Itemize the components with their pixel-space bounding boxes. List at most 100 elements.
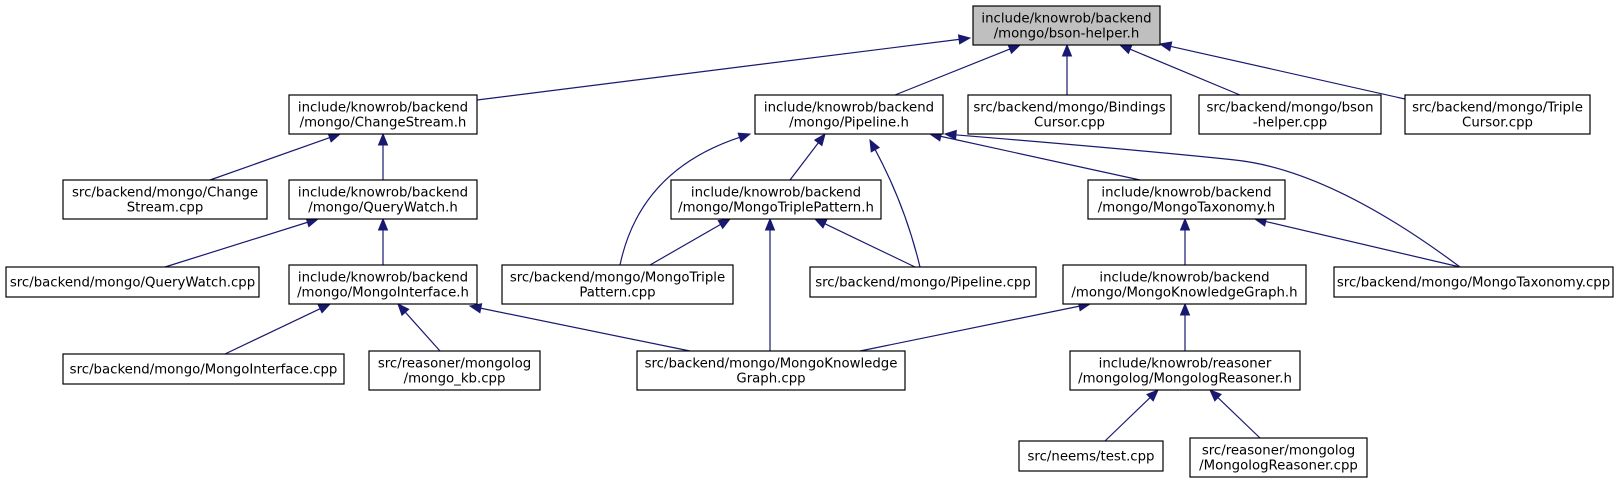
- edge-mongotaxonomy_cpp-to-pipeline_h: [943, 129, 1461, 268]
- node-label-line: include/knowrob/backend: [1101, 186, 1271, 201]
- edge-line: [164, 221, 309, 268]
- edge-arrowhead: [317, 303, 332, 314]
- node-changestream-h[interactable]: include/knowrob/backend/mongo/ChangeStre…: [288, 94, 478, 135]
- node-box: [1333, 266, 1614, 298]
- node-pipeline-h[interactable]: include/knowrob/backend/mongo/Pipeline.h: [754, 94, 944, 135]
- node-label-line: -helper.cpp: [1253, 116, 1327, 131]
- node-changestream-cpp[interactable]: src/backend/mongo/ChangeStream.cpp: [62, 179, 268, 220]
- edge-triplecursor_cpp-to-bson_helper_h: [1158, 41, 1406, 100]
- edge-mongologreasoner_cpp-to-mongologreasoner_h: [1209, 389, 1261, 439]
- edge-line: [823, 222, 916, 268]
- node-bson-helper-h: include/knowrob/backend/mongo/bson-helpe…: [972, 5, 1161, 46]
- node-label-line: /mongo/Pipeline.h: [789, 116, 909, 131]
- node-mongointerface-h[interactable]: include/knowrob/backend/mongo/MongoInter…: [288, 264, 478, 305]
- edge-mongo_kb_cpp-to-mongointerface_h: [397, 303, 441, 352]
- edge-arrowhead: [397, 303, 410, 317]
- edge-mongotriplepattern_cpp-to-pipeline_h: [619, 132, 752, 266]
- node-label-line: include/knowrob/backend: [764, 101, 934, 116]
- edge-arrowhead: [813, 218, 828, 229]
- node-box: [1069, 350, 1301, 391]
- edge-arrowhead: [327, 132, 342, 143]
- edge-line: [479, 307, 691, 352]
- node-mongoknowledgegraph-cpp[interactable]: src/backend/mongo/MongoKnowledgeGraph.cp…: [636, 350, 906, 391]
- edge-pipeline_cpp-to-mongotriplepattern_h: [813, 218, 916, 268]
- node-mongologreasoner-h[interactable]: include/knowrob/reasoner/mongolog/Mongol…: [1069, 350, 1301, 391]
- node-label-line: Cursor.cpp: [1462, 116, 1533, 131]
- node-box: [288, 179, 478, 220]
- node-box: [972, 5, 1161, 46]
- node-label-line: include/knowrob/backend: [298, 271, 468, 286]
- edge-arrowhead: [377, 132, 389, 146]
- node-box: [754, 94, 944, 135]
- edge-line: [939, 135, 1141, 181]
- node-bson-helper-cpp[interactable]: src/backend/mongo/bson-helper.cpp: [1198, 94, 1382, 135]
- edge-line: [859, 305, 1081, 352]
- edge-arrowhead: [1179, 302, 1191, 316]
- node-label-line: /mongo/MongoTaxonomy.h: [1098, 201, 1275, 216]
- node-label-line: Stream.cpp: [127, 201, 204, 216]
- node-label-line: src/backend/mongo/MongoTriple: [510, 271, 725, 286]
- edge-arrowhead: [1146, 389, 1159, 402]
- edge-mongoknowledgegraph_cpp-to-mongotriplepattern_h: [764, 217, 776, 351]
- node-mongoknowledgegraph-h[interactable]: include/knowrob/backend/mongo/MongoKnowl…: [1062, 264, 1307, 305]
- edge-line: [619, 136, 741, 266]
- edge-arrowhead: [813, 132, 826, 147]
- node-box: [62, 353, 345, 385]
- edge-line: [789, 141, 820, 181]
- node-label-line: src/backend/mongo/MongoTaxonomy.cpp: [1337, 276, 1610, 291]
- node-label-line: include/knowrob/backend: [691, 186, 861, 201]
- node-label-line: src/backend/mongo/MongoKnowledge: [645, 357, 898, 372]
- node-mongo-kb-cpp[interactable]: src/reasoner/mongolog/mongo_kb.cpp: [368, 350, 541, 391]
- edge-arrowhead: [869, 138, 881, 153]
- node-label-line: /mongo_kb.cpp: [404, 372, 506, 387]
- node-querywatch-h[interactable]: include/knowrob/backend/mongo/QueryWatch…: [288, 179, 478, 220]
- node-box: [288, 264, 478, 305]
- node-label-line: src/backend/mongo/QueryWatch.cpp: [10, 276, 255, 291]
- graph-edges: [164, 34, 1461, 442]
- node-mongointerface-cpp[interactable]: src/backend/mongo/MongoInterface.cpp: [62, 353, 345, 385]
- node-label-line: src/backend/mongo/Change: [72, 186, 258, 201]
- node-mongotaxonomy-h[interactable]: include/knowrob/backend/mongo/MongoTaxon…: [1087, 179, 1286, 220]
- node-mongotaxonomy-cpp[interactable]: src/backend/mongo/MongoTaxonomy.cpp: [1333, 266, 1614, 298]
- edge-bindingscursor_cpp-to-bson_helper_h: [1061, 43, 1073, 95]
- node-label-line: src/reasoner/mongolog: [1202, 444, 1355, 459]
- edge-line: [954, 134, 1461, 268]
- edge-line: [1128, 48, 1241, 96]
- edge-arrowhead: [468, 303, 483, 314]
- node-pipeline-cpp[interactable]: src/backend/mongo/Pipeline.cpp: [809, 266, 1037, 298]
- edge-mongotaxonomy_h-to-pipeline_h: [928, 131, 1141, 181]
- edge-line: [1264, 220, 1461, 268]
- node-label-line: /mongolog/MongologReasoner.h: [1078, 372, 1292, 387]
- edge-mongotriplepattern_cpp-to-mongotriplepattern_h: [649, 218, 732, 266]
- node-box: [1087, 179, 1286, 220]
- node-querywatch-cpp[interactable]: src/backend/mongo/QueryWatch.cpp: [5, 266, 260, 298]
- edge-arrowhead: [764, 217, 776, 231]
- edge-arrowhead: [1118, 44, 1133, 55]
- node-label-line: /mongo/ChangeStream.h: [300, 116, 467, 131]
- edge-querywatch_cpp-to-querywatch_h: [164, 217, 320, 268]
- edge-line: [649, 223, 722, 266]
- edge-bson_helper_cpp-to-bson_helper_h: [1118, 44, 1241, 96]
- node-box: [967, 94, 1172, 135]
- graph-nodes: include/knowrob/backend/mongo/bson-helpe…: [5, 5, 1614, 478]
- edge-mongointerface_h-to-querywatch_h: [377, 217, 389, 265]
- node-label-line: /mongo/bson-helper.h: [994, 27, 1140, 42]
- node-mongologreasoner-cpp[interactable]: src/reasoner/mongolog/MongologReasoner.c…: [1189, 437, 1368, 478]
- node-label-line: /mongo/QueryWatch.h: [308, 201, 458, 216]
- edge-changestream_h-to-bson_helper_h: [476, 34, 972, 101]
- node-box: [62, 179, 268, 220]
- node-mongotriplepattern-cpp[interactable]: src/backend/mongo/MongoTriplePattern.cpp: [501, 264, 734, 305]
- edge-mongotaxonomy_cpp-to-mongotaxonomy_h: [1253, 216, 1461, 268]
- node-label-line: src/backend/mongo/MongoInterface.cpp: [70, 363, 338, 378]
- node-mongotriplepattern-h[interactable]: include/knowrob/backend/mongo/MongoTripl…: [670, 179, 882, 220]
- node-test-cpp[interactable]: src/neems/test.cpp: [1018, 440, 1164, 472]
- node-label-line: Graph.cpp: [736, 372, 805, 387]
- node-label-line: /mongo/MongoInterface.h: [297, 286, 469, 301]
- edge-pipeline_h-to-bson_helper_h: [894, 44, 1022, 96]
- edge-arrowhead: [1179, 217, 1191, 231]
- edge-arrowhead: [1209, 389, 1222, 402]
- node-box: [1198, 94, 1382, 135]
